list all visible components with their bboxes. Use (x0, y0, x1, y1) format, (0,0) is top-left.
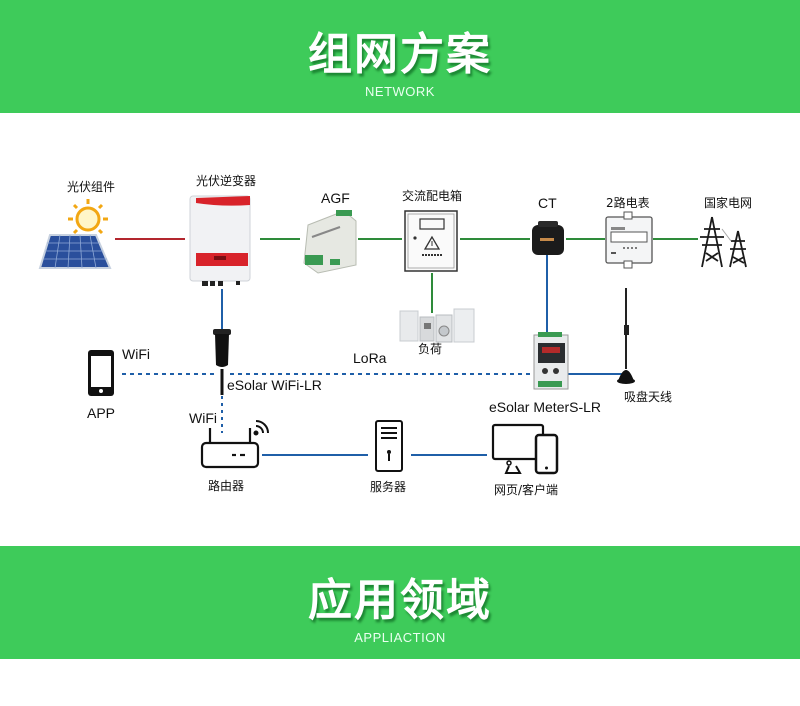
antenna-icon (617, 288, 635, 384)
agf-device-icon (303, 210, 357, 274)
server-label: 服务器 (370, 480, 407, 494)
antenna-label: 吸盘天线 (624, 390, 673, 404)
energy-meter-icon (605, 211, 653, 269)
meter-lr-device-icon (533, 332, 569, 390)
client-label: 网页/客户端 (494, 483, 559, 497)
section-title: 组网方案 (308, 29, 492, 80)
lora-label: LoRa (353, 350, 387, 366)
load-label: 负荷 (418, 342, 443, 356)
application-banner: 应用领域 APPLIACTION (0, 546, 800, 659)
server-icon (375, 420, 403, 472)
ct-sensor-icon (532, 221, 564, 255)
section-subtitle: APPLIACTION (354, 630, 446, 645)
mobile-phone-icon (534, 433, 559, 475)
sun-icon (68, 199, 108, 239)
wifi-dongle-icon (213, 329, 231, 395)
appliances-icon (399, 308, 475, 343)
meter-lr-label: eSolar MeterS-LR (489, 399, 602, 415)
section-title: 应用领域 (308, 575, 492, 626)
app-label: APP (87, 405, 116, 421)
solar-panel-icon (38, 234, 112, 269)
ct-label: CT (538, 195, 557, 211)
grid-label: 国家电网 (704, 196, 753, 210)
agf-label: AGF (321, 190, 350, 206)
app-wifi-label: WiFi (122, 346, 150, 362)
ac-box-label: 交流配电箱 (402, 189, 463, 203)
wifi-signal-icon (253, 420, 269, 436)
router-label: 路由器 (208, 479, 245, 493)
wifi-lr-label: eSolar WiFi-LR (227, 377, 322, 393)
distribution-box-icon (404, 210, 458, 272)
router-icon (200, 428, 260, 469)
power-tower-icon (700, 216, 747, 268)
inverter-icon (189, 195, 251, 286)
diagram-canvas (38, 195, 747, 475)
router-wifi-label: WiFi (189, 410, 217, 426)
section-subtitle: NETWORK (365, 84, 435, 99)
smartphone-icon (88, 350, 114, 396)
meter-label: 2路电表 (606, 196, 650, 210)
pv-module-label: 光伏组件 (67, 180, 116, 194)
inverter-label: 光伏逆变器 (196, 174, 257, 188)
network-banner: 组网方案 NETWORK (0, 0, 800, 113)
network-diagram: 光伏组件 光伏逆变器 AGF 交流配电箱 负荷 CT 2路电表 国家电网 WiF… (0, 113, 800, 546)
